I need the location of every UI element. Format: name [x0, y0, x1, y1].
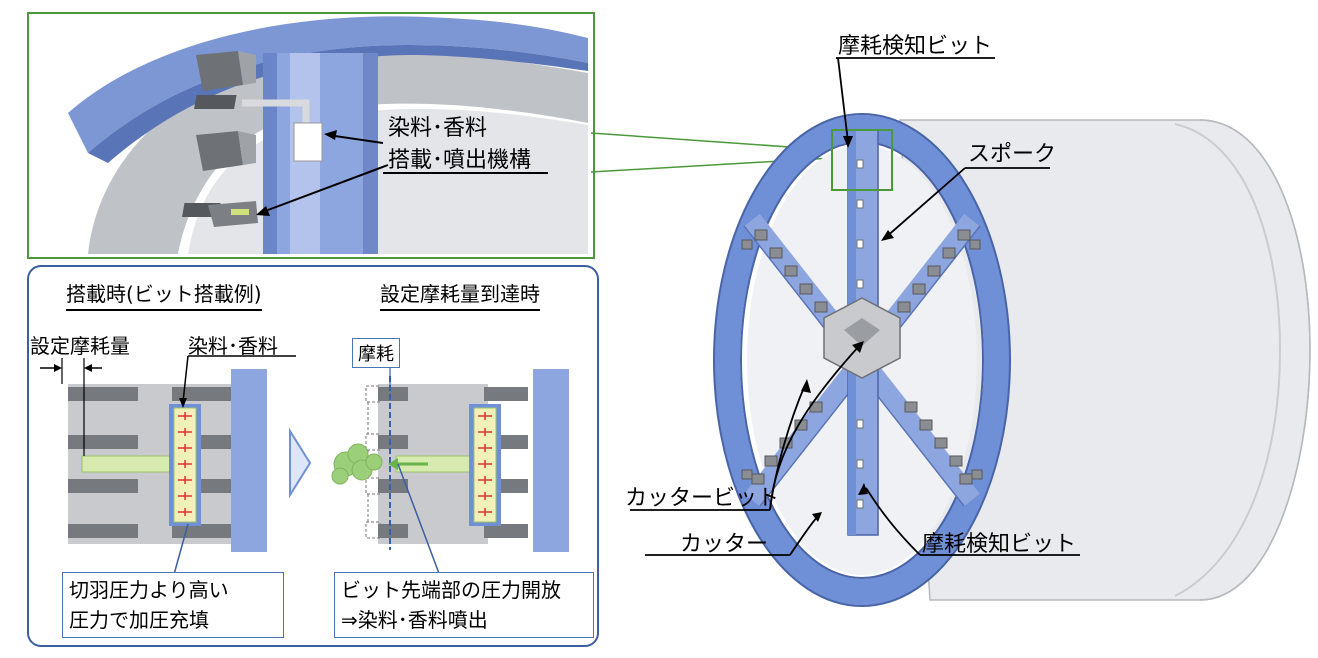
transition-chevron [289, 427, 312, 499]
cutter-bits [741, 229, 983, 485]
setting-wear-label: 設定摩耗量 [30, 334, 130, 358]
left-note-line1: 切羽圧力より高い [69, 578, 229, 602]
right-panel-title: 設定摩耗量到達時 [380, 278, 540, 311]
left-note-line2: 圧力で加圧充填 [69, 608, 209, 632]
ring-band-shade [88, 45, 588, 163]
cutter-ring [714, 115, 1010, 605]
tbm-illustration [630, 57, 1311, 607]
top-inset-illustration [68, 16, 588, 254]
spoke-label: スポーク [968, 142, 1057, 167]
detail-highlight-box [831, 129, 893, 191]
bottom-inset-illustration [40, 355, 569, 579]
wear-detect-bit-label-bottom: 摩耗検知ビット [922, 532, 1077, 557]
bit-upper [196, 51, 256, 91]
left-panel-title: 搭載時(ビット搭載例) [66, 278, 262, 311]
cutter-label: カッター [680, 532, 769, 557]
dye-mechanism-label-line1: 染料･香料 [388, 116, 488, 141]
right-note-box: ビット先端部の圧力開放 ⇒染料･香料噴出 [334, 572, 594, 638]
right-note-line1: ビット先端部の圧力開放 [341, 578, 561, 602]
wear-label: 摩耗 [352, 338, 400, 368]
bit-middle [196, 131, 256, 171]
dye-fragrance-label: 染料･香料 [188, 334, 278, 358]
dye-canister [293, 122, 323, 162]
ring-band-outer [68, 16, 588, 153]
dye-mechanism-label-line2: 搭載･噴出機構 [388, 148, 532, 173]
right-note-line2: ⇒染料･香料噴出 [341, 608, 488, 632]
left-note-box: 切羽圧力より高い 圧力で加圧充填 [62, 572, 284, 638]
pipe [242, 99, 310, 125]
cutter-bit-label: カッタービット [625, 486, 780, 511]
wear-detect-bit-label-top: 摩耗検知ビット [838, 34, 993, 59]
dye-cloud [331, 443, 383, 485]
